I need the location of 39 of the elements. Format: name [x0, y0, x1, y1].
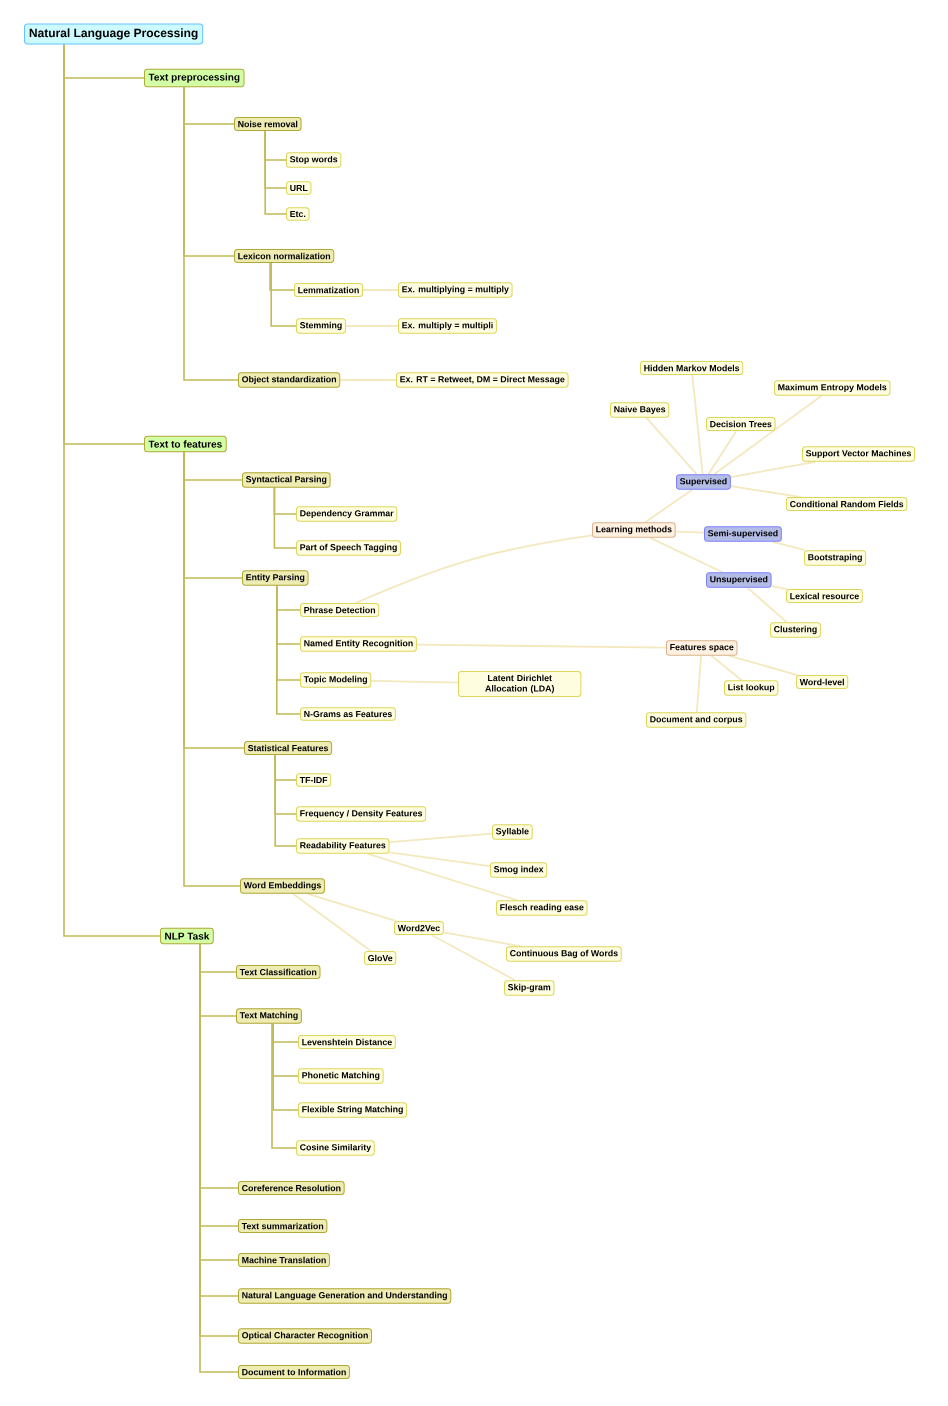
- connector-line: [370, 679, 459, 684]
- connector-line: [274, 754, 297, 847]
- connector-line: [695, 654, 703, 714]
- connector-line: [772, 540, 806, 552]
- connector-line: [710, 654, 743, 682]
- connector-line: [442, 931, 522, 948]
- connector-line: [691, 374, 704, 476]
- connector-line: [366, 852, 518, 902]
- connector-line: [273, 487, 297, 549]
- connector-line: [729, 460, 817, 478]
- connector-line: [416, 643, 667, 649]
- connector-line: [644, 488, 693, 524]
- connector-line: [649, 536, 724, 574]
- connector-line: [276, 585, 301, 715]
- connector-line: [183, 451, 241, 887]
- connector-line: [272, 1023, 299, 1111]
- connector-line: [727, 654, 799, 676]
- connector-line: [183, 86, 239, 381]
- connector-line: [729, 485, 803, 498]
- connector-line: [354, 534, 593, 604]
- connector-line: [430, 934, 516, 982]
- connector-line: [388, 832, 493, 844]
- connector-line: [674, 530, 705, 534]
- connector-line: [269, 262, 295, 291]
- connector-line: [292, 892, 372, 952]
- connector-line: [362, 289, 399, 291]
- connector-line: [746, 586, 788, 624]
- connector-line: [388, 851, 491, 867]
- connector-line: [63, 43, 161, 937]
- connector-line: [339, 379, 397, 381]
- connector-line: [270, 262, 297, 327]
- connector-line: [770, 585, 789, 590]
- connector-line: [307, 892, 398, 922]
- connector-line: [707, 430, 738, 476]
- connector-line: [345, 325, 399, 327]
- connector-line: [645, 416, 698, 476]
- connector-line: [271, 1023, 297, 1149]
- connector-line: [264, 130, 287, 215]
- connector-line: [713, 394, 823, 476]
